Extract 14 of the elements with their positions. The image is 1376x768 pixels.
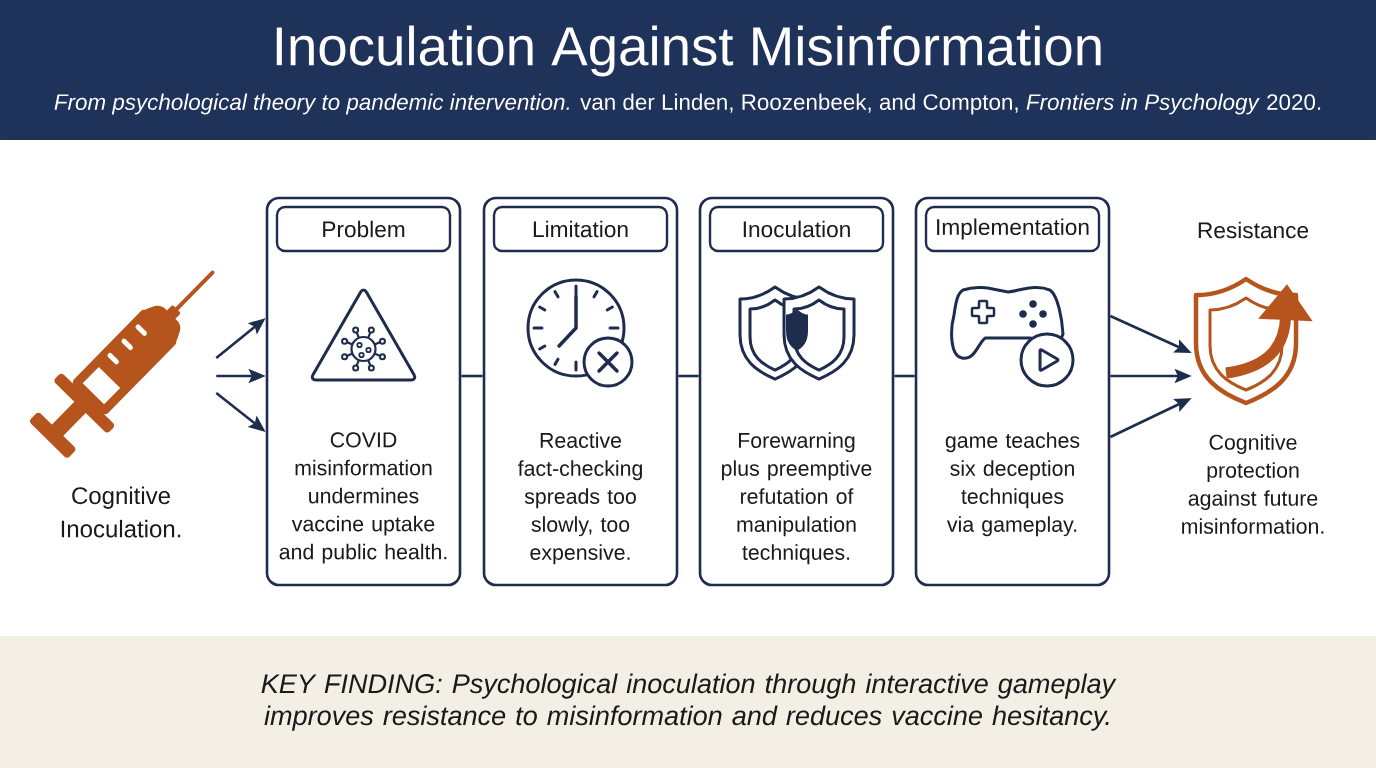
connector-line: [678, 374, 699, 378]
connector-line: [894, 374, 915, 378]
connector-line: [461, 374, 483, 378]
title: Inoculation Against Misinformation: [276, 25, 1101, 77]
heading-box: Limitation: [492, 205, 669, 253]
node-label: Cognitive Inoculation.: [61, 486, 181, 538]
heading-box: Implementation: [924, 205, 1101, 253]
description: Cognitive protection against future misinformation.: [1182, 434, 1324, 534]
heading: Resistance: [1198, 221, 1309, 239]
syringe-picture: [30, 270, 215, 458]
finding-band: KEY FINDING: Psychological inoculation through interactive gameplay improves resistance to misinformation and reduces vaccine hesitancy.: [0, 636, 1376, 768]
heading-box: Inoculation: [708, 205, 885, 253]
heading-box: Problem: [275, 205, 452, 253]
subtitle: From psychological theory to pandemic intervention. van der Linden, Roozenbeek, and Compton, Frontiers in Psychology 2020.: [54, 93, 1321, 115]
